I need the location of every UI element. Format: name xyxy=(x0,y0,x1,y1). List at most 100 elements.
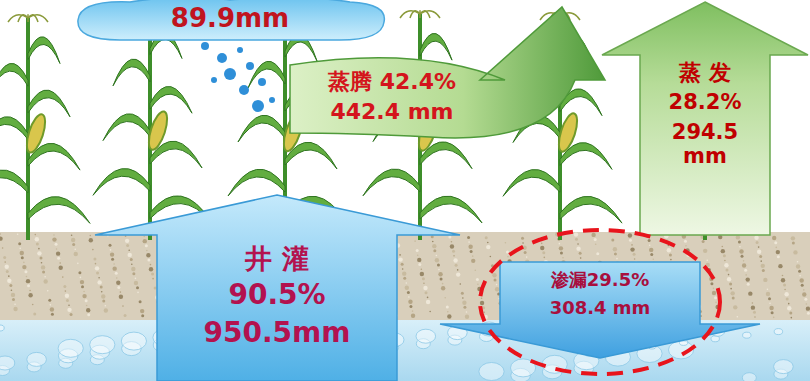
soil-grain xyxy=(667,248,671,252)
soil-grain xyxy=(83,291,85,293)
soil-grain xyxy=(112,266,116,270)
node-label: 950.5mm xyxy=(204,317,351,349)
soil-grain xyxy=(89,235,91,237)
corn-leaf xyxy=(363,169,420,196)
soil-grain xyxy=(81,285,84,288)
soil-grain xyxy=(450,244,454,248)
soil-grain xyxy=(732,297,735,300)
soil-grain xyxy=(475,269,477,271)
soil-grain xyxy=(737,316,739,318)
soil-grain xyxy=(712,291,716,295)
soil-grain xyxy=(38,248,40,250)
soil-grain xyxy=(65,294,69,298)
water-bubble xyxy=(510,359,535,377)
soil-grain xyxy=(709,273,711,275)
corn-ear xyxy=(555,111,581,153)
node-label: 442.4 mm xyxy=(330,99,453,124)
soil-grain xyxy=(775,247,777,249)
soil-grain xyxy=(136,286,139,289)
raindrop xyxy=(211,77,217,83)
raindrop xyxy=(224,68,236,80)
soil-grain xyxy=(408,296,410,298)
water-bubble xyxy=(416,329,436,343)
soil-grain xyxy=(455,264,458,267)
soil-grain xyxy=(730,288,732,290)
corn-leaf xyxy=(228,169,285,196)
corn-leaf xyxy=(93,168,150,195)
soil-grain xyxy=(768,297,771,300)
soil-grain xyxy=(399,254,401,256)
soil-grain xyxy=(706,259,708,261)
soil-grain xyxy=(492,270,494,272)
soil-grain xyxy=(62,276,64,278)
soil-grain xyxy=(104,308,108,312)
soil-grain xyxy=(665,239,668,242)
soil-grain xyxy=(26,276,28,278)
soil-grain xyxy=(408,300,412,304)
soil-grain xyxy=(495,287,499,291)
soil-grain xyxy=(28,293,32,297)
soil-grain xyxy=(42,271,45,274)
soil-grain xyxy=(748,291,752,295)
soil-grain xyxy=(596,252,599,255)
soil-grain xyxy=(7,279,11,283)
corn-tassel xyxy=(420,11,440,18)
soil-grain xyxy=(448,236,451,239)
soil-grain xyxy=(111,258,114,261)
soil-grain xyxy=(773,317,775,319)
rain-cloud-outline xyxy=(78,0,384,40)
soil-grain xyxy=(684,240,687,243)
evaporation-arrow: 蒸 发28.2%294.5 mm xyxy=(600,0,810,235)
soil-grain xyxy=(125,239,129,243)
soil-grain xyxy=(66,299,69,302)
soil-grain xyxy=(71,234,73,236)
soil-grain xyxy=(149,267,153,271)
soil-grain xyxy=(482,306,485,309)
soil-grain xyxy=(481,298,483,300)
soil-grain xyxy=(472,255,474,257)
soil-grain xyxy=(575,238,578,241)
soil-grain xyxy=(483,315,487,319)
soil-grain xyxy=(52,237,56,241)
soil-grain xyxy=(771,311,774,314)
soil-grain xyxy=(412,310,414,312)
soil-grain xyxy=(33,312,36,315)
soil-grain xyxy=(591,233,595,237)
soil-grain xyxy=(441,286,445,290)
soil-grain xyxy=(433,249,436,252)
soil-grain xyxy=(703,249,707,253)
soil-grain xyxy=(56,251,60,255)
corn-tassel xyxy=(18,15,28,22)
soil-grain xyxy=(784,292,788,296)
soil-grain xyxy=(787,306,791,310)
raindrop xyxy=(269,97,275,103)
soil-grain xyxy=(522,246,526,250)
evaporation-arrow-shape xyxy=(600,0,810,235)
well-irrigation-arrow-outline xyxy=(95,195,460,381)
soil-grain xyxy=(65,290,67,292)
soil-grain xyxy=(801,284,804,287)
soil-grain xyxy=(26,279,30,283)
soil-grain xyxy=(580,257,582,259)
soil-grain xyxy=(742,263,746,267)
soil-grain xyxy=(101,294,105,298)
soil-grain xyxy=(411,314,415,318)
soil-grain xyxy=(402,271,406,275)
soil-grain xyxy=(417,254,419,256)
soil-grain xyxy=(713,288,715,290)
corn-ear xyxy=(145,109,171,151)
soil-grain xyxy=(465,315,469,319)
soil-grain xyxy=(494,278,497,281)
soil-grain xyxy=(116,281,120,285)
soil-grain xyxy=(41,265,45,269)
soil-grain xyxy=(487,242,489,244)
water-bubble xyxy=(742,373,756,381)
corn-leaf xyxy=(420,196,482,223)
soil-grain xyxy=(505,242,507,244)
soil-grain xyxy=(798,270,801,273)
soil-grain xyxy=(613,247,617,251)
soil-grain xyxy=(791,317,793,319)
soil-grain xyxy=(146,253,150,257)
soil-grain xyxy=(139,300,142,303)
soil-grain xyxy=(78,271,81,274)
